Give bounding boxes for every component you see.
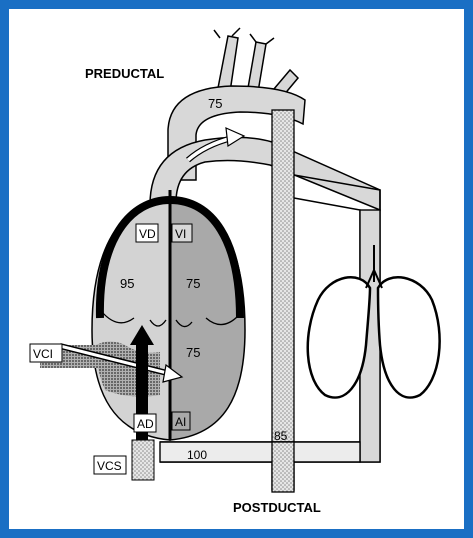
svg-text:AI: AI	[175, 415, 186, 429]
svg-text:AD: AD	[137, 417, 154, 431]
vi-label: VI	[172, 224, 192, 242]
svg-text:VCS: VCS	[97, 459, 122, 473]
vcs-label: VCS	[94, 456, 126, 474]
heart	[92, 190, 245, 440]
vci-label: VCI	[30, 344, 62, 362]
preductal-label: PREDUCTAL	[85, 66, 164, 81]
aorta-value: 75	[208, 96, 222, 111]
svc-entry	[132, 440, 154, 480]
svg-text:VI: VI	[175, 227, 186, 241]
aorta-lower	[272, 442, 294, 492]
postductal-label: POSTDUCTAL	[233, 500, 321, 515]
ductus-value: 85	[274, 429, 288, 443]
ivc-value: 100	[187, 448, 207, 462]
la-value: 75	[186, 345, 200, 360]
vd-label: VD	[136, 224, 158, 242]
rv-value: 95	[120, 276, 134, 291]
svg-text:VCI: VCI	[33, 347, 53, 361]
lv-value: 75	[186, 276, 200, 291]
svg-text:VD: VD	[139, 227, 156, 241]
ad-label: AD	[134, 414, 156, 432]
ai-label: AI	[172, 412, 190, 430]
